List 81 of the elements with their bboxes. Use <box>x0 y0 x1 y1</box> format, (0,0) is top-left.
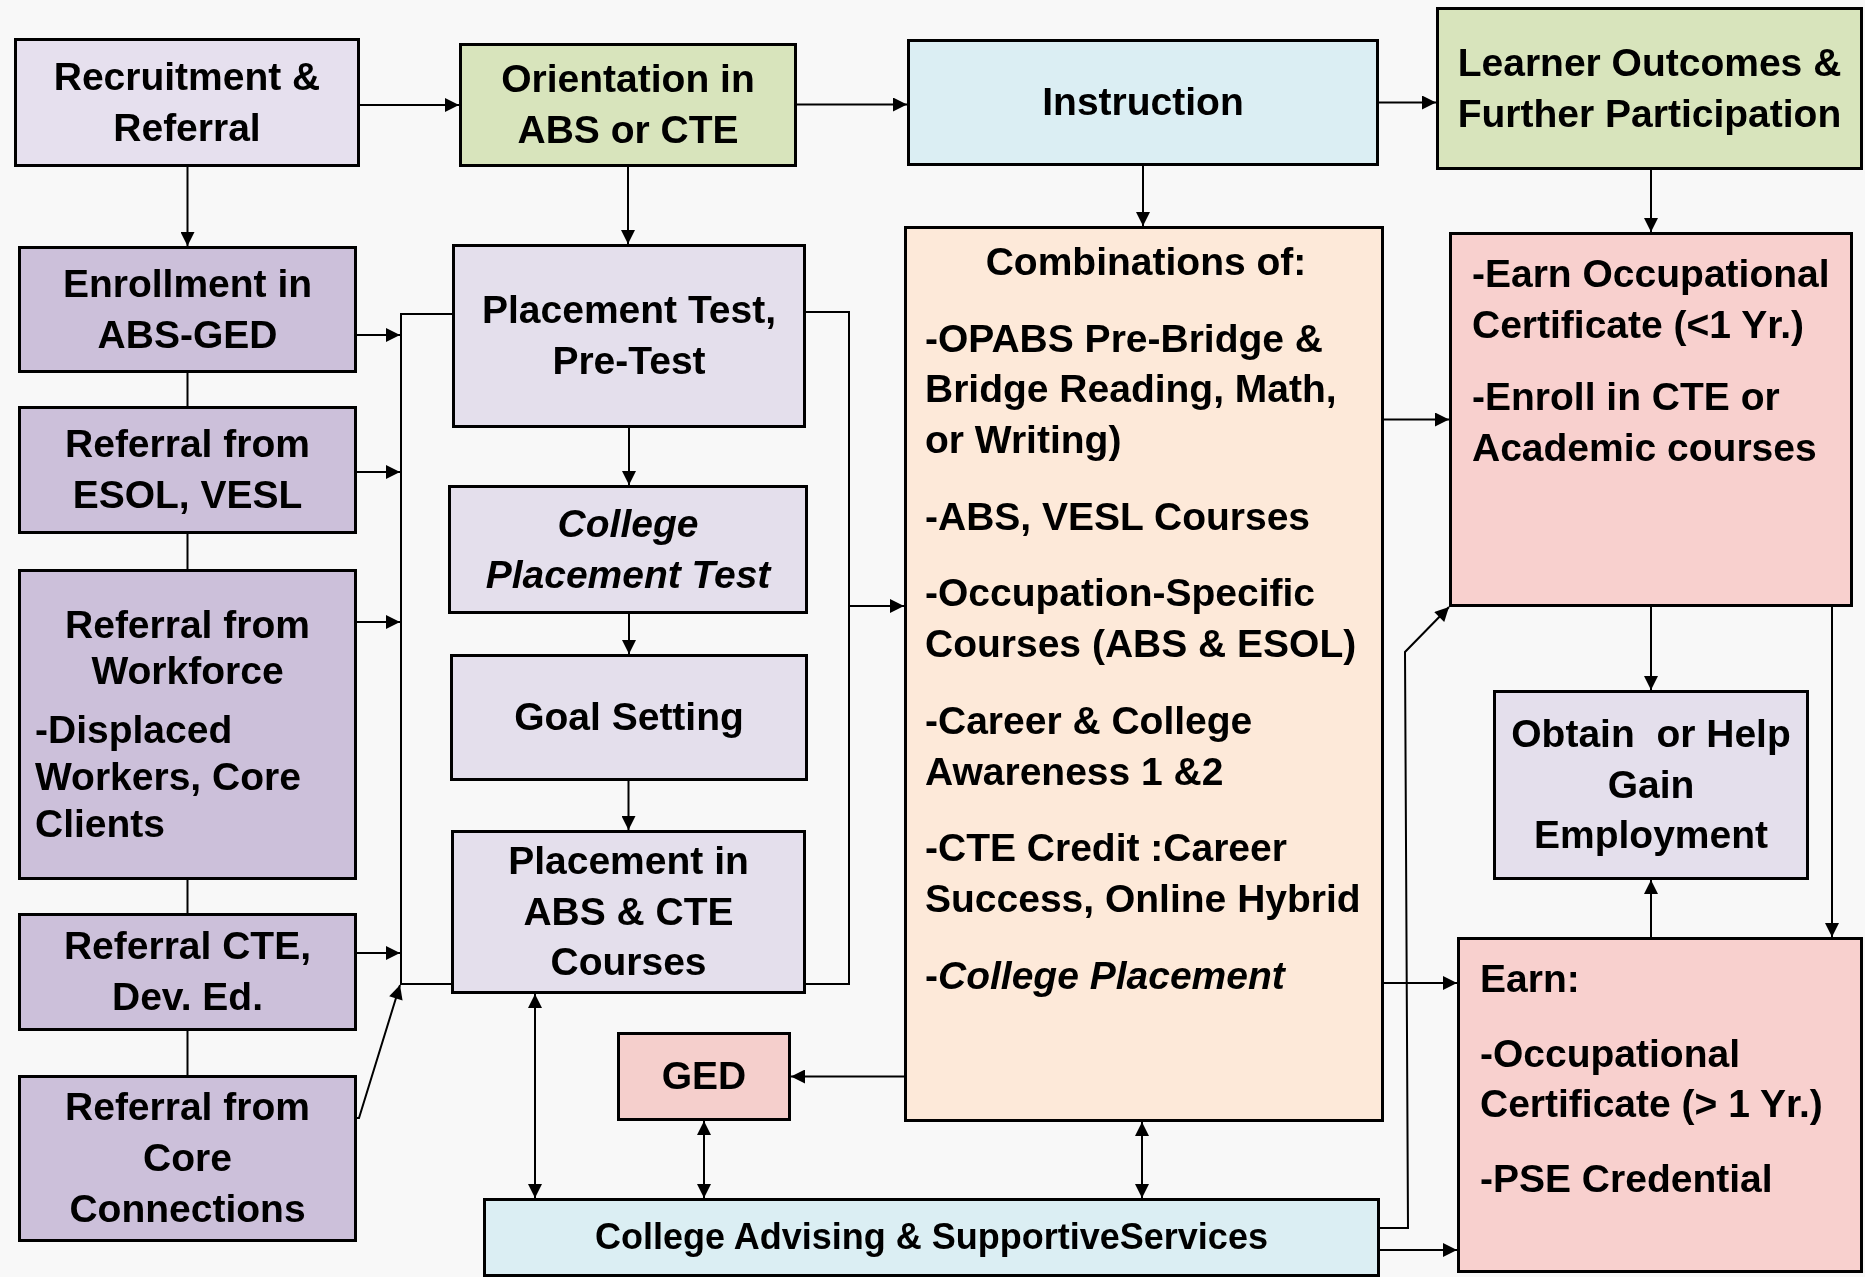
step-box <box>448 485 808 614</box>
arrow <box>356 984 403 1119</box>
box-heading: Referral from Workforce <box>64 601 311 695</box>
box-text: -Enroll in CTE or Academic courses <box>1472 374 1818 472</box>
arrow <box>1383 976 1458 990</box>
box-text: Earn: <box>1480 956 1581 1002</box>
outcome-box <box>1457 937 1863 1273</box>
arrow <box>621 166 635 245</box>
box-text: -Earn Occupational Certificate (<1 Yr.) <box>1472 251 1831 348</box>
box-text: -PSE Credential <box>1480 1156 1774 1203</box>
box-text: -Occupational Certificate (> 1 Yr.) <box>1480 1030 1824 1128</box>
outcome-box <box>1436 7 1863 170</box>
group-bracket <box>806 311 850 985</box>
box-text: College Advising & SupportiveServices <box>594 1215 1269 1260</box>
box-text: GED <box>660 1053 748 1100</box>
box-text: Referral from ESOL, VESL <box>64 421 311 518</box>
arrow <box>697 1120 711 1199</box>
step-box <box>451 830 806 994</box>
box-text: -CTE Credit :Career Success, Online Hybrid <box>925 825 1362 922</box>
box-text: Referral CTE, Dev. Ed. <box>62 923 313 1020</box>
process-box <box>14 38 360 167</box>
arrow <box>356 465 401 479</box>
arrow <box>1379 1243 1458 1257</box>
arrow <box>1825 606 1839 938</box>
box-text: -ABS, VESL Courses <box>925 493 1312 540</box>
referral-box <box>18 913 357 1031</box>
instruction-box <box>904 226 1384 1122</box>
arrow <box>622 427 636 486</box>
box-text: Orientation in ABS or CTE <box>500 56 756 153</box>
box-text: -OPABS Pre-Bridge & Bridge Reading, Math, or Writing) <box>925 315 1338 464</box>
box-text: -Displaced Workers, Core Clients <box>35 707 302 847</box>
arrow <box>849 599 905 613</box>
box-heading: Combinations of: <box>984 239 1308 285</box>
connector-line <box>186 1030 189 1076</box>
referral-box <box>18 569 357 880</box>
box-text: College Placement Test <box>484 500 773 598</box>
box-text: Referral from Core Connections <box>64 1084 311 1232</box>
arrow <box>356 615 401 629</box>
arrow <box>1644 606 1658 691</box>
arrow <box>1378 95 1437 110</box>
referral-box <box>18 1075 357 1242</box>
connector-line <box>186 533 189 570</box>
box-text: Placement in ABS & CTE Courses <box>507 837 750 986</box>
box-text: Goal Setting <box>513 694 745 741</box>
box-text: Recruitment & Referral <box>52 53 322 151</box>
group-bracket <box>400 313 452 985</box>
arrow <box>622 613 636 655</box>
box-text: Learner Outcomes & Further Participation <box>1456 39 1843 137</box>
box-text: Placement Test, Pre-Test <box>480 287 778 384</box>
services-box <box>483 1198 1380 1277</box>
credential-box <box>617 1032 791 1121</box>
referral-box <box>18 246 357 373</box>
arrow <box>1644 169 1658 233</box>
process-box <box>907 39 1379 166</box>
arrow <box>621 780 636 831</box>
box-text: Enrollment in ABS-GED <box>61 260 314 358</box>
arrow <box>1135 1121 1149 1199</box>
arrow <box>1383 412 1450 427</box>
box-text: Instruction <box>1041 79 1245 126</box>
process-box <box>459 43 797 167</box>
outcome-box <box>1493 690 1809 880</box>
box-text: -College Placement <box>925 952 1287 999</box>
arrow <box>180 166 195 247</box>
box-text: -Occupation-Specific Courses (ABS & ESOL) <box>925 570 1358 668</box>
box-text: -Career & College Awareness 1 &2 <box>925 697 1254 795</box>
arrow <box>356 946 401 960</box>
step-box <box>452 244 806 428</box>
arrow <box>356 328 401 342</box>
outcome-box <box>1449 232 1853 607</box>
arrow <box>790 1069 905 1084</box>
arrow <box>528 993 542 1199</box>
arrow <box>1379 606 1450 1229</box>
arrow <box>1644 879 1658 938</box>
arrow <box>796 97 908 112</box>
referral-box <box>18 406 357 534</box>
arrow <box>359 98 460 112</box>
step-box <box>450 654 808 781</box>
connector-line <box>186 879 189 914</box>
arrow <box>1136 165 1150 227</box>
box-text: Obtain or Help Gain Employment <box>1510 710 1792 859</box>
connector-line <box>186 372 189 407</box>
